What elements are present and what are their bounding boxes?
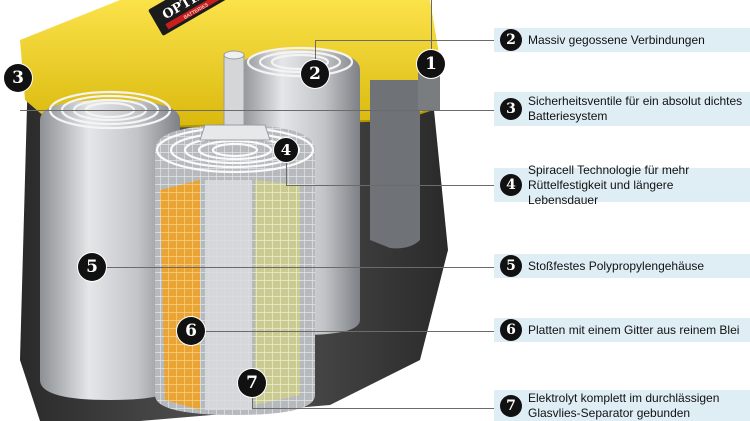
callout-2-box: 2 Massiv gegossene Verbindungen — [494, 28, 750, 52]
callout-3-text: Sicherheitsventile für ein absolut dicht… — [528, 94, 743, 123]
callout-7-number: 7 — [500, 394, 522, 417]
callout-4-number: 4 — [500, 174, 522, 196]
callout-5-text: Stoßfestes Polypropylengehäuse — [528, 258, 705, 273]
callout-3-box: 3 Sicherheitsventile für ein absolut dic… — [494, 92, 750, 126]
marker-2: 2 — [301, 60, 329, 88]
callout-5-number: 5 — [500, 255, 522, 277]
cell-far-right — [370, 80, 420, 249]
cell-left — [40, 100, 180, 400]
connector-post — [223, 54, 245, 136]
marker-6: 6 — [177, 317, 205, 345]
callout-3-number: 3 — [500, 98, 522, 120]
brand-logo: OPTIMA BATTERIES — [148, 0, 234, 36]
callout-4-box: 4 Spiracell Technologie für mehr Rüttelf… — [494, 163, 750, 207]
plate-lead-grid — [160, 180, 200, 410]
marker-7: 7 — [238, 369, 266, 397]
marker-3: 3 — [4, 64, 32, 92]
marker-4: 4 — [274, 138, 298, 162]
callout-6-text: Platten mit einem Gitter aus reinem Blei — [528, 322, 740, 337]
spiral-top-back — [246, 46, 354, 78]
callout-2-text: Massiv gegossene Verbindungen — [528, 32, 705, 47]
battery-cutaway-illustration: OPTIMA BATTERIES — [20, 0, 448, 421]
marker-1: 1 — [417, 50, 445, 78]
callout-7-text: Elektrolyt komplett im durchlässigen Gla… — [528, 390, 720, 420]
marker-5: 5 — [78, 253, 106, 281]
callout-4-text: Spiracell Technologie für mehr Rüttelfes… — [528, 162, 690, 207]
callout-6-number: 6 — [500, 319, 522, 341]
terminal-right — [418, 70, 440, 110]
separator-glass-mat — [255, 180, 300, 405]
callout-5-box: 5 Stoßfestes Polypropylengehäuse — [494, 254, 750, 278]
callout-6-box: 6 Platten mit einem Gitter aus reinem Bl… — [494, 318, 750, 342]
callout-7-box: 7 Elektrolyt komplett im durchlässigen G… — [494, 390, 750, 421]
callout-2-number: 2 — [500, 29, 522, 51]
